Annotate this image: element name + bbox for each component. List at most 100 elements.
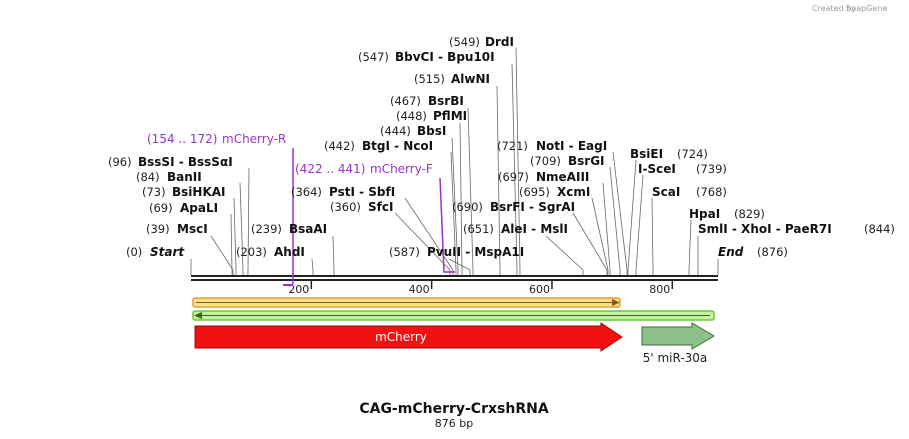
- scale-tick-label: 800: [649, 283, 670, 296]
- site-sfci-name: SfcI: [368, 200, 393, 214]
- mir30a-arrow: [641, 322, 715, 350]
- primer-mcherry-f-range: (422 .. 441): [295, 162, 365, 176]
- site-bsssi-position: (96): [108, 155, 132, 169]
- site-sfci[interactable]: (360) SfcI: [330, 200, 393, 214]
- site-apali-name: ApaLI: [180, 201, 218, 215]
- site-banii[interactable]: (84) BanII: [136, 170, 202, 184]
- site-banii-position: (84): [136, 170, 160, 184]
- site-leader-line: [233, 197, 237, 275]
- site-pflmi-position: (448): [396, 109, 427, 123]
- site-leader-line: [239, 182, 244, 275]
- site-alei[interactable]: (651) AleI - MslI: [463, 222, 568, 236]
- construct-title: CAG-mCherry-CrxshRNA: [359, 401, 548, 417]
- site-leader-line: [609, 166, 621, 275]
- site-bstgi[interactable]: (442) BtgI - NcoI: [324, 139, 433, 153]
- mcherry-label: mCherry: [375, 330, 427, 344]
- site-start-position: (0): [126, 245, 142, 259]
- site-leader-line: [451, 137, 459, 275]
- primer-mcherry-f-label: mCherry-F: [370, 162, 433, 176]
- site-end-position: (876): [757, 245, 788, 259]
- construct-length: 876 bp: [435, 417, 473, 430]
- scale-tick-label: 400: [409, 283, 430, 296]
- site-bsrbi-position: (467): [390, 94, 421, 108]
- site-bsihkai[interactable]: (73) BsiHKAI: [142, 185, 226, 199]
- primer-mcherry-f[interactable]: (422 .. 441) mCherry-F: [295, 162, 455, 273]
- site-scai-position: (768): [696, 185, 727, 199]
- site-alwni[interactable]: (515) AlwNI: [414, 72, 490, 86]
- site-pvuii[interactable]: (587) PvuII - MspA1I: [389, 245, 524, 259]
- site-leader-line: [448, 258, 471, 275]
- site-bsiei[interactable]: BsiEI (724): [630, 147, 708, 161]
- site-bbsi-name: BbsI: [417, 124, 446, 138]
- green-feature-arrowhead: [194, 312, 202, 319]
- site-msci-name: MscI: [177, 222, 208, 236]
- site-leader-line: [210, 235, 234, 275]
- site-scai[interactable]: ScaI (768): [652, 185, 727, 199]
- feature-mir30a[interactable]: 5' miR-30a: [641, 322, 715, 365]
- site-bbsi[interactable]: (444) BbsI: [380, 124, 446, 138]
- site-xcmi-position: (695): [519, 185, 550, 199]
- site-bsaai[interactable]: (239) BsaAI: [251, 222, 327, 236]
- site-pflmi[interactable]: (448) PflMI: [396, 109, 467, 123]
- site-start[interactable]: (0) Start: [126, 245, 185, 259]
- site-bsihkai-name: BsiHKAI: [172, 185, 226, 199]
- site-i-scei[interactable]: I-SceI (739): [638, 162, 727, 176]
- site-bsrgi-name: BsrGI: [568, 154, 605, 168]
- site-end[interactable]: End (876): [718, 245, 788, 259]
- site-leader-line: [635, 174, 644, 275]
- site-bssi[interactable]: (96) BssSI - BssSαI: [108, 155, 233, 169]
- site-psti-name: PstI - SbfI: [329, 185, 395, 199]
- site-bsrgi[interactable]: (709) BsrGI: [530, 154, 605, 168]
- site-end-name: End: [718, 245, 744, 259]
- site-bbvci[interactable]: (547) BbvCI - Bpu10I: [358, 50, 495, 64]
- site-bsaai-name: BsaAI: [289, 222, 327, 236]
- site-ahdi-position: (203): [236, 245, 267, 259]
- site-leader-line: [394, 212, 451, 275]
- site-bstgi-name: BtgI - NcoI: [362, 139, 433, 153]
- credit-text: Created by: [812, 4, 856, 13]
- site-leader-line: [496, 85, 501, 275]
- site-i-scei-position: (739): [696, 162, 727, 176]
- site-smli[interactable]: SmlI - XhoI - PaeR7I (844): [698, 222, 895, 236]
- site-leader-line: [545, 235, 584, 275]
- site-alei-name: AleI - MslI: [501, 222, 568, 236]
- site-xcmi[interactable]: (695) XcmI: [519, 185, 590, 199]
- primer-mcherry-r-range: (154 .. 172): [147, 132, 217, 146]
- site-leader-lines: [190, 47, 719, 275]
- site-leader-line: [612, 151, 628, 275]
- site-leader-line: [450, 151, 457, 275]
- site-noti-position: (721): [497, 139, 528, 153]
- site-smli-name: SmlI - XhoI - PaeR7I: [698, 222, 832, 236]
- site-pvuii-name: PvuII - MspA1I: [427, 245, 524, 259]
- site-bsrbi[interactable]: (467) BsrBI: [390, 94, 464, 108]
- site-pflmi-name: PflMI: [433, 109, 467, 123]
- feature-track-green[interactable]: [192, 310, 715, 321]
- feature-mcherry[interactable]: mCherry: [194, 322, 623, 352]
- backbone-top-strand: [191, 275, 718, 277]
- site-leader-line: [230, 213, 233, 275]
- scale-tick-label: 200: [288, 283, 309, 296]
- site-leader-line: [591, 197, 609, 275]
- site-ahdi[interactable]: (203) AhdI: [236, 245, 305, 259]
- site-alwni-position: (515): [414, 72, 445, 86]
- site-hpai[interactable]: HpaI (829): [689, 207, 765, 221]
- site-leader-line: [572, 212, 608, 275]
- site-msci[interactable]: (39) MscI: [146, 222, 208, 236]
- snapgene-credit: SnapGene: [846, 4, 887, 13]
- site-nmeaiii[interactable]: (697) NmeAIII: [498, 170, 589, 184]
- site-noti[interactable]: (721) NotI - EagI: [497, 139, 607, 153]
- orange-feature-arrowhead: [612, 299, 620, 306]
- site-bstgi-position: (442): [324, 139, 355, 153]
- site-drdi-position: (549): [449, 35, 480, 49]
- site-pvuii-position: (587): [389, 245, 420, 259]
- site-leader-line: [511, 63, 518, 275]
- feature-track-orange[interactable]: [192, 297, 621, 308]
- site-apali[interactable]: (69) ApaLI: [149, 201, 218, 215]
- site-bsrbi-name: BsrBI: [428, 94, 464, 108]
- site-drdi[interactable]: (549) DrdI: [449, 35, 514, 49]
- primer-mcherry-r[interactable]: (154 .. 172) mCherry-R: [147, 132, 294, 286]
- site-bsrfi[interactable]: (690) BsrFI - SgrAI: [452, 200, 575, 214]
- site-leader-line: [332, 235, 335, 275]
- site-psti[interactable]: (364) PstI - SbfI: [291, 185, 395, 199]
